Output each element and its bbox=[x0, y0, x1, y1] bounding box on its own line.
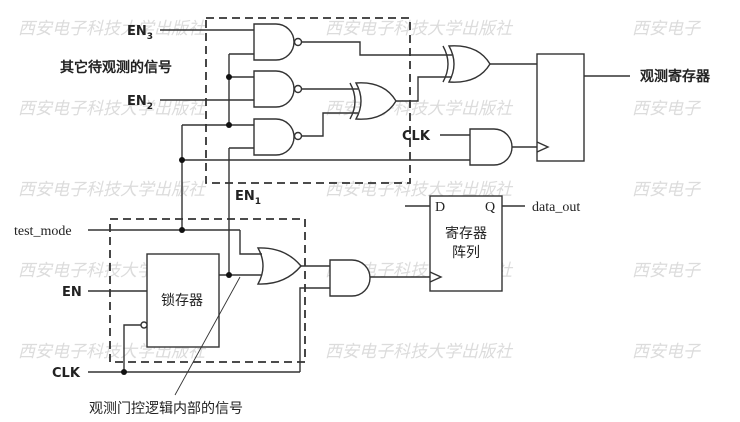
other-signals-label: 其它待观测的信号 bbox=[60, 59, 172, 76]
junction-dot bbox=[226, 272, 232, 278]
watermark: 西安电子科技大学出版社 bbox=[18, 19, 207, 39]
junction-dot bbox=[226, 74, 232, 80]
test-mode-label: test_mode bbox=[14, 224, 72, 239]
watermark: 西安电子科技大学出版社 bbox=[325, 19, 514, 39]
xor-gate-1 bbox=[349, 82, 397, 120]
junction-dot bbox=[179, 157, 185, 163]
nand-gate-3 bbox=[253, 118, 303, 156]
en1-label: EN1 bbox=[235, 189, 261, 207]
and-gate-output bbox=[329, 259, 371, 297]
en3-label: EN3 bbox=[127, 24, 153, 42]
watermark: 西安电子 bbox=[632, 342, 701, 362]
latch-block bbox=[146, 253, 220, 348]
clk-top-label: CLK bbox=[402, 129, 431, 144]
nand-gate-1 bbox=[253, 23, 303, 61]
watermark: 西安电子 bbox=[632, 180, 701, 200]
watermark: 西安电子 bbox=[632, 261, 701, 281]
en2-label: EN2 bbox=[127, 94, 153, 112]
watermark: 西安电子 bbox=[632, 19, 701, 39]
register-array-block bbox=[429, 195, 503, 292]
d-pin-label: D bbox=[435, 200, 445, 215]
junction-dot bbox=[226, 122, 232, 128]
junction-dot bbox=[121, 369, 127, 375]
or-gate bbox=[256, 247, 302, 285]
en-label: EN bbox=[62, 285, 82, 300]
observation-register-block bbox=[536, 53, 585, 162]
internal-signal-note: 观测门控逻辑内部的信号 bbox=[89, 401, 243, 417]
q-pin-label: Q bbox=[485, 200, 495, 215]
wires-top bbox=[160, 29, 630, 275]
and-gate-clk bbox=[469, 128, 513, 166]
nand-gate-2 bbox=[253, 70, 303, 108]
register-array-label-line1: 寄存器 bbox=[445, 225, 487, 242]
watermark: 西安电子 bbox=[632, 99, 701, 119]
clk-bottom-label: CLK bbox=[52, 366, 81, 381]
inverted-clock-bubble-icon bbox=[140, 321, 148, 329]
latch-label: 锁存器 bbox=[161, 293, 203, 309]
watermark: 西安电子科技大学出版社 bbox=[325, 342, 514, 362]
observe-register-label: 观测寄存器 bbox=[640, 68, 711, 85]
clock-triangle-icon bbox=[429, 271, 443, 283]
register-array-label-line2: 阵列 bbox=[452, 245, 480, 261]
data-out-label: data_out bbox=[532, 200, 580, 215]
watermark: 西安电子科技大学出版社 bbox=[18, 99, 207, 119]
clock-triangle-icon bbox=[536, 141, 550, 153]
watermark: 西安电子科技大学出版社 bbox=[325, 180, 514, 200]
watermark: 西安电子科技大学出版社 bbox=[18, 180, 207, 200]
junction-dot bbox=[179, 227, 185, 233]
xor-gate-2 bbox=[442, 45, 491, 83]
